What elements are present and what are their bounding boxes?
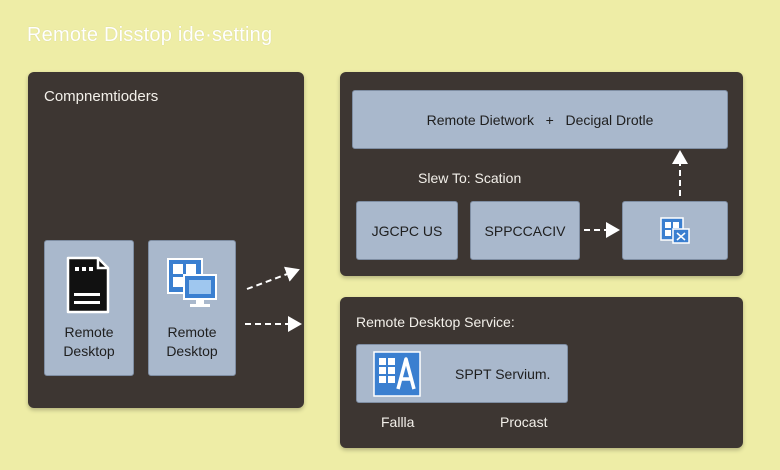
components-panel: Compnemtioders Remote Desktop Remote Des… [28, 72, 304, 408]
jgcpc-box[interactable]: JGCPC US [356, 201, 458, 260]
remote-desktop-card-1[interactable]: Remote Desktop [44, 240, 134, 376]
arrow-card-to-network [246, 266, 300, 290]
rds-panel-label: Remote Desktop Service: [356, 314, 515, 330]
page-title: Remote Disstop ide·setting [27, 24, 273, 46]
remote-desktop-card-1-label: Remote Desktop [63, 324, 115, 359]
document-icon [66, 256, 110, 314]
remote-app-icon [373, 350, 421, 397]
sppccaciv-box[interactable]: SPPCCACIV [470, 201, 580, 260]
components-panel-label: Compnemtioders [44, 88, 159, 105]
remote-desktop-card-2[interactable]: Remote Desktop [148, 240, 236, 376]
sppt-service-box[interactable]: SPPT Servium. [356, 344, 568, 403]
remote-desktop-icon [660, 216, 690, 244]
station-caption: Slew To: Scation [418, 170, 522, 186]
sppt-service-label: SPPT Servium. [455, 365, 551, 382]
remote-icon-box[interactable] [622, 201, 728, 260]
procast-label: Procast [500, 414, 548, 430]
remote-desktop-card-2-label: Remote Desktop [166, 324, 218, 359]
fallla-label: Fallla [381, 414, 415, 430]
rds-panel: Remote Desktop Service: SPPT Servium. Fa… [340, 297, 743, 448]
remote-desktop-icon [167, 258, 217, 307]
network-panel: Remote Dietwork + Decigal Drotle Slew To… [340, 72, 743, 276]
network-header-box[interactable]: Remote Dietwork + Decigal Drotle [352, 90, 728, 149]
